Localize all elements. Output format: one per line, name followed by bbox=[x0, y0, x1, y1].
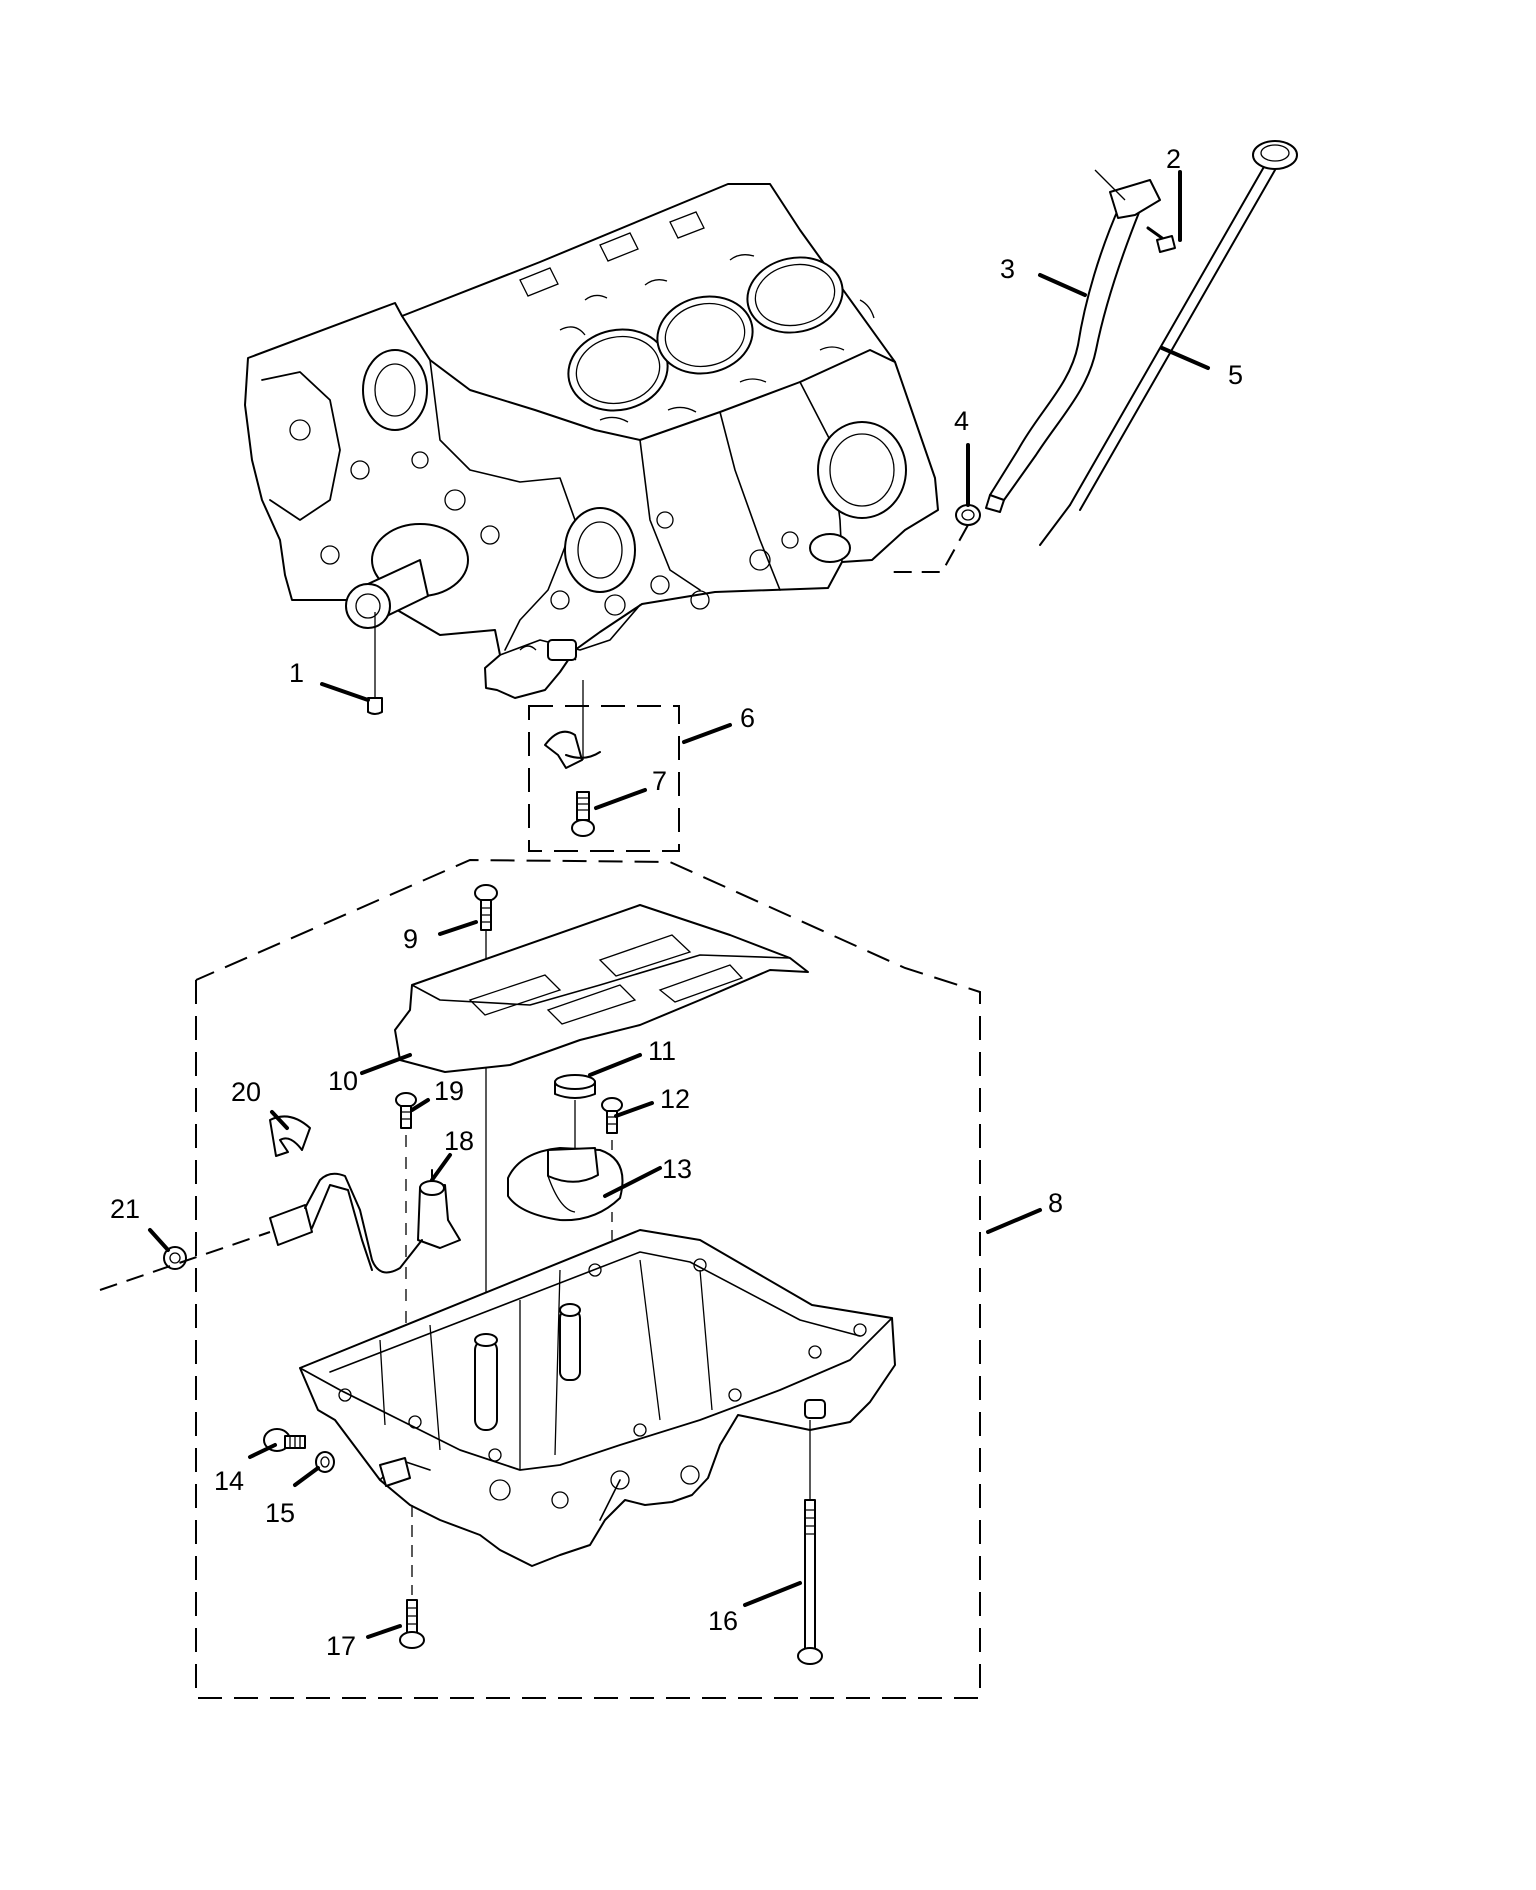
callout-14: 14 bbox=[214, 1466, 244, 1496]
part-19-bolt bbox=[395, 1092, 417, 1335]
part-5-dipstick bbox=[1039, 140, 1298, 546]
callout-13: 13 bbox=[662, 1154, 692, 1184]
part-6-piston-cooling-jet bbox=[544, 680, 601, 769]
part-9-bolt bbox=[474, 884, 498, 1340]
part-1-dowel-pin bbox=[367, 612, 383, 715]
callout-12: 12 bbox=[660, 1084, 690, 1114]
callout-18: 18 bbox=[444, 1126, 474, 1156]
callout-numbers: 1 2 3 4 5 6 7 8 9 10 11 12 13 14 15 16 1… bbox=[110, 144, 1243, 1661]
callout-1: 1 bbox=[289, 658, 304, 688]
callout-21: 21 bbox=[110, 1194, 140, 1224]
part-15-washer bbox=[315, 1451, 335, 1473]
part-2-bolt bbox=[1146, 226, 1176, 253]
callout-2: 2 bbox=[1166, 144, 1181, 174]
part-8-group-outline bbox=[195, 858, 981, 1699]
part-16-stud-bolt bbox=[797, 1420, 823, 1665]
callout-19: 19 bbox=[434, 1076, 464, 1106]
callout-5: 5 bbox=[1228, 360, 1243, 390]
part-20-clip bbox=[269, 1115, 311, 1157]
callout-4: 4 bbox=[954, 406, 969, 436]
callout-10: 10 bbox=[328, 1066, 358, 1096]
callout-3: 3 bbox=[1000, 254, 1015, 284]
harness-axis-line bbox=[99, 1231, 271, 1291]
callout-8: 8 bbox=[1048, 1188, 1063, 1218]
callout-6: 6 bbox=[740, 703, 755, 733]
leader-lines bbox=[148, 170, 1210, 1639]
part-7-bolt bbox=[571, 791, 595, 837]
callout-20: 20 bbox=[231, 1077, 261, 1107]
callout-15: 15 bbox=[265, 1498, 295, 1528]
oil-pan bbox=[299, 1229, 896, 1567]
engine-block bbox=[244, 183, 939, 699]
callout-11: 11 bbox=[648, 1036, 676, 1066]
callout-16: 16 bbox=[708, 1606, 738, 1636]
part-3-dipstick-tube bbox=[985, 169, 1161, 513]
part-17-bolt bbox=[399, 1505, 425, 1649]
part-18-oil-level-sensor bbox=[417, 1169, 461, 1249]
part-13-oil-pickup bbox=[507, 1147, 624, 1222]
callout-9: 9 bbox=[403, 924, 418, 954]
part-11-seal bbox=[554, 1074, 596, 1150]
oil-sensor-harness bbox=[269, 1172, 423, 1274]
part-10-windage-tray bbox=[394, 904, 809, 1073]
callout-17: 17 bbox=[326, 1631, 356, 1661]
callout-7: 7 bbox=[652, 766, 667, 796]
part-6-group-box bbox=[528, 705, 680, 852]
